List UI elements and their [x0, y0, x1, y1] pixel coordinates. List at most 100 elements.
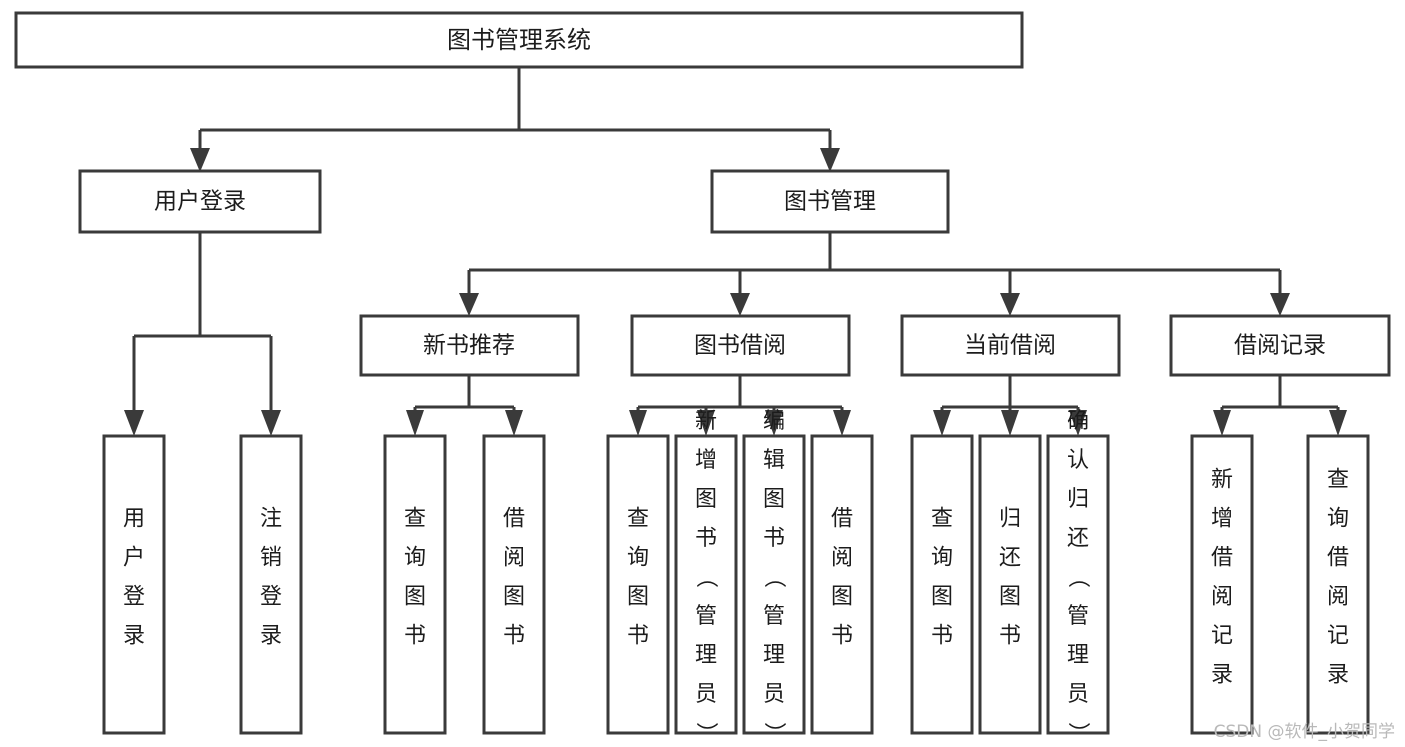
leaf-label-char: 书	[931, 624, 953, 649]
arrow-head-book-manage	[820, 148, 840, 172]
leaf-label-char: 销	[260, 546, 282, 571]
leaf-label-char: 新	[695, 409, 717, 434]
leaf-label-char: 员	[1067, 682, 1089, 707]
leaf-label-char: 询	[404, 546, 426, 571]
leaf-label-char: 管	[695, 604, 717, 629]
arrow-head-leaf-logout	[261, 410, 281, 436]
leaf-box[interactable]	[742, 434, 806, 735]
leaf-label-char: 书	[503, 624, 525, 649]
node-root-box[interactable]	[14, 11, 1024, 69]
leaf-label-char: 员	[763, 682, 785, 707]
leaf-label-char: 阅	[1327, 585, 1349, 610]
leaf-label-char: 阅	[1211, 585, 1233, 610]
arrow-head-cb-leaf-2	[1001, 410, 1019, 436]
arrow-head-br-leaf-2	[1329, 410, 1347, 436]
leaf-vertical-label: 用户登录	[123, 507, 145, 649]
node-book-manage-box[interactable]	[710, 169, 950, 234]
leaf-box[interactable]	[239, 434, 303, 735]
connector-group-new-book-to-leaves	[406, 375, 523, 436]
node-book-borrow[interactable]: 图书借阅	[630, 314, 851, 377]
node-user-login-box[interactable]	[78, 169, 322, 234]
leaf-label-char: 录	[260, 624, 282, 649]
leaf-label-char: 询	[931, 546, 953, 571]
leaf-box[interactable]	[102, 434, 166, 735]
leaf-label-char: ）	[1065, 722, 1090, 744]
leaf-label-char: 管	[1067, 604, 1089, 629]
leaf-label-char: 询	[627, 546, 649, 571]
leaf-label-char: （	[1065, 566, 1090, 588]
leaf-box[interactable]	[674, 434, 738, 735]
arrow-head-borrow-record	[1270, 293, 1290, 316]
leaf-box[interactable]	[810, 434, 874, 735]
leaf-box[interactable]	[1046, 434, 1110, 735]
node-new-book-recommend-box[interactable]	[359, 314, 580, 377]
node-borrow-record-box[interactable]	[1169, 314, 1391, 377]
leaf-label-char: 图	[999, 585, 1021, 610]
node-book-borrow-label: 图书借阅	[694, 333, 786, 359]
leaf-label-char: 还	[999, 546, 1021, 571]
connector-group-root-to-level2	[190, 67, 840, 172]
leaf-box[interactable]	[910, 434, 974, 735]
arrow-head-br-leaf-1	[1213, 410, 1231, 436]
leaf-label-char: ）	[693, 722, 718, 744]
leaf-label-char: 查	[404, 507, 426, 532]
leaf-label-char: 用	[123, 507, 145, 532]
arrow-head-cb-leaf-3	[1069, 410, 1087, 436]
connector-group-book-borrow-to-leaves	[629, 375, 851, 436]
leaf-label-char: 新	[1211, 468, 1233, 493]
leaf-label-char: 增	[695, 448, 717, 473]
leaf-box[interactable]	[978, 434, 1042, 735]
node-user-login[interactable]: 用户登录	[78, 169, 322, 234]
leaf-label-char: 书	[831, 624, 853, 649]
leaf-box[interactable]	[1190, 434, 1254, 735]
leaf-box[interactable]	[482, 434, 546, 735]
node-new-book-recommend-label: 新书推荐	[423, 333, 515, 359]
leaf-label-char: 图	[763, 487, 785, 512]
node-current-borrow-box[interactable]	[900, 314, 1121, 377]
leaf-label-char: 编	[763, 409, 785, 434]
arrow-head-current-borrow	[1000, 293, 1020, 316]
leaf-label-char: 记	[1327, 624, 1349, 649]
leaf-box[interactable]	[383, 434, 447, 735]
leaf-node[interactable]: 用户登录	[102, 434, 166, 735]
node-root-system[interactable]: 图书管理系统	[14, 11, 1024, 69]
node-new-book-recommend[interactable]: 新书推荐	[359, 314, 580, 377]
leaf-label-char: 注	[260, 507, 282, 532]
arrow-head-leaf-user-login	[124, 410, 144, 436]
leaf-label-char: 理	[695, 643, 717, 668]
node-borrow-record[interactable]: 借阅记录	[1169, 314, 1391, 377]
leaf-label-char: ）	[761, 722, 786, 744]
node-current-borrow[interactable]: 当前借阅	[900, 314, 1121, 377]
leaf-box[interactable]	[606, 434, 670, 735]
arrow-head-cb-leaf-1	[933, 410, 951, 436]
leaf-label-char: 登	[260, 585, 282, 610]
node-book-borrow-box[interactable]	[630, 314, 851, 377]
leaf-box[interactable]	[1306, 434, 1370, 735]
arrow-head-bb-leaf-3	[765, 410, 783, 436]
leaf-label-char: 录	[1327, 663, 1349, 688]
node-book-manage[interactable]: 图书管理	[710, 169, 950, 234]
arrow-head-bb-leaf-1	[629, 410, 647, 436]
leaf-label-char: 户	[123, 546, 145, 571]
